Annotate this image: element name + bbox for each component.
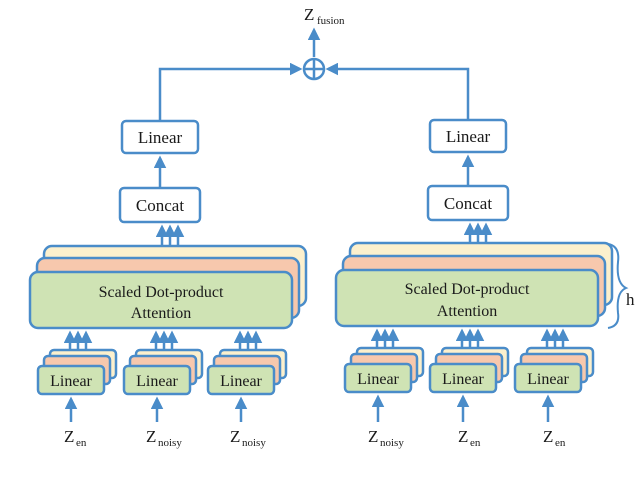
svg-text:noisy: noisy [242, 437, 266, 449]
left-attention-line2: Attention [131, 305, 191, 322]
left-input-1-linear-box [36, 364, 106, 396]
right-attention-line2: Attention [437, 303, 497, 320]
svg-text:Z: Z [64, 427, 74, 446]
sum-node [302, 57, 326, 81]
svg-text:noisy: noisy [380, 437, 404, 449]
svg-text:en: en [555, 437, 566, 449]
svg-text:Z: Z [543, 427, 553, 446]
left-linear-box [120, 119, 200, 155]
left-branch: Linear Concat Scaled Dot-product Attenti… [28, 119, 308, 449]
output-sub: fusion [317, 15, 345, 27]
left-attention-box [28, 270, 294, 330]
left-concat-box [118, 186, 202, 224]
svg-text:en: en [76, 437, 87, 449]
left-attention-line1: Scaled Dot-product [99, 284, 224, 301]
left-input-1-linear-label: Linear [50, 373, 92, 390]
output-main: Z [304, 5, 314, 24]
svg-text:noisy: noisy [158, 437, 182, 449]
right-attention-line1: Scaled Dot-product [405, 281, 530, 298]
right-input-3: Linear Z en [513, 328, 595, 449]
left-input-3-linear-box [206, 364, 276, 396]
svg-text:Z: Z [230, 427, 240, 446]
left-input-3-linear-label: Linear [220, 373, 262, 390]
heads-brace [607, 243, 629, 329]
heads-label: h [626, 290, 635, 309]
svg-text:Z: Z [458, 427, 468, 446]
svg-text:Z: Z [368, 427, 378, 446]
right-input-1-linear-label: Linear [357, 371, 399, 388]
right-concat-label: Concat [444, 194, 492, 213]
left-input-1: Linear Z en [36, 330, 118, 449]
right-input-1: Linear Z noisy [343, 328, 425, 449]
left-input-3: Linear Z noisy [206, 330, 288, 449]
right-input-2: Linear Z en [428, 328, 510, 449]
output-label: Z fusion [304, 5, 345, 27]
left-linear-label: Linear [138, 128, 183, 147]
right-input-2-linear-box [428, 362, 498, 394]
right-branch: Linear Concat Scaled Dot-product Attenti… [334, 118, 635, 449]
left-input-2: Linear Z noisy [122, 330, 204, 449]
left-input-2-linear-box [122, 364, 192, 396]
right-input-3-linear-label: Linear [527, 371, 569, 388]
svg-text:Z: Z [146, 427, 156, 446]
left-concat-label: Concat [136, 196, 184, 215]
right-feed-connector [325, 62, 470, 120]
left-input-2-linear-label: Linear [136, 373, 178, 390]
right-input-3-linear-box [513, 362, 583, 394]
svg-text:en: en [470, 437, 481, 449]
right-attention-box [334, 268, 600, 328]
right-input-2-linear-label: Linear [442, 371, 484, 388]
right-linear-label: Linear [446, 127, 491, 146]
right-concat-box [426, 184, 510, 222]
left-feed-connector [158, 62, 303, 121]
right-linear-box [428, 118, 508, 154]
right-input-1-linear-box [343, 362, 413, 394]
